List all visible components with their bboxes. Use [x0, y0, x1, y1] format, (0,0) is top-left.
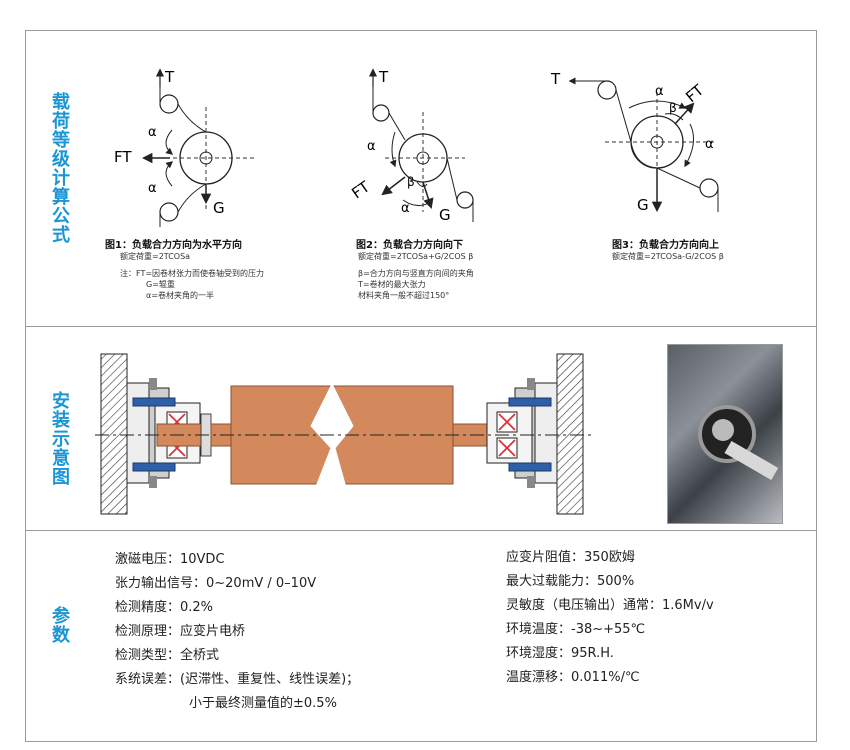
figure-1-note: G=辊重 — [146, 280, 175, 289]
param-item: 应变片阻值：350欧姆 — [506, 550, 635, 565]
figure-1-formula: 额定荷重=2TCOSa — [120, 252, 191, 261]
installation-drawing — [95, 353, 595, 515]
label-G: G — [637, 196, 649, 214]
params-right-list: 应变片阻值：350欧姆 最大过载能力：500% 灵敏度（电压输出）通常：1.6M… — [506, 546, 714, 690]
param-item: 检测类型：全桥式 — [115, 648, 220, 663]
label-G: G — [213, 199, 225, 217]
param-item: 张力输出信号：0~20mV / 0–10V — [115, 576, 317, 591]
content-frame — [25, 30, 817, 742]
param-item: 最大过载能力：500% — [506, 574, 635, 589]
figure-3-caption: 图3：负载合力方向向上 — [612, 240, 719, 251]
label-alpha: α — [367, 139, 376, 154]
param-item: 灵敏度（电压输出）通常：1.6Mv/v — [506, 598, 714, 613]
label-beta: β — [669, 101, 677, 115]
figure-3-diagram: T G FT α α β — [550, 70, 719, 214]
figure-3-formula: 额定荷重=2TCOSa-G/2COS β — [612, 252, 724, 261]
figure-2-diagram: T G FT α α β — [348, 68, 474, 224]
figure-1-diagram: T G FT α α — [114, 68, 255, 227]
figure-1-note: 注：FT=因卷材张力而使卷轴受到的压力 — [120, 269, 265, 278]
label-G: G — [439, 206, 451, 224]
label-FT: FT — [348, 177, 373, 202]
label-beta: β — [407, 175, 415, 189]
install-section-title: 安装示意图 — [52, 391, 70, 488]
label-T: T — [550, 70, 561, 88]
params-section-title: 参数 — [52, 606, 70, 646]
param-item: 环境温度：-38~+55℃ — [506, 622, 646, 637]
section-divider — [25, 530, 817, 531]
label-alpha: α — [655, 84, 664, 99]
param-item: 环境湿度：95R.H. — [506, 646, 614, 661]
label-alpha: α — [401, 201, 410, 216]
param-item: 小于最终测量值的±0.5% — [189, 696, 337, 711]
figure-2-note: T=卷材的最大张力 — [358, 280, 426, 289]
figure-2-formula: 额定荷重=2TCOSa+G/2COS β — [358, 252, 474, 261]
param-item: 检测精度：0.2% — [115, 600, 214, 615]
label-alpha: α — [705, 137, 714, 152]
figure-1-caption: 图1：负载合力方向为水平方向 — [105, 240, 242, 251]
figure-2-note: β=合力方向与竖直方向间的夹角 — [358, 269, 474, 278]
label-FT: FT — [682, 80, 708, 106]
figure-2-caption: 图2：负载合力方向向下 — [356, 240, 463, 251]
section-divider — [25, 326, 817, 327]
label-alpha: α — [148, 181, 157, 196]
figure-2-note: 材料夹角一般不超过150° — [358, 291, 450, 300]
param-item: 温度漂移：0.011%/℃ — [506, 670, 640, 685]
params-left-list: 激磁电压：10VDC 张力输出信号：0~20mV / 0–10V 检测精度：0.… — [115, 548, 359, 716]
label-T: T — [164, 68, 175, 86]
param-item: 检测原理：应变片电桥 — [115, 624, 246, 639]
label-T: T — [378, 68, 389, 86]
label-alpha: α — [148, 125, 157, 140]
installation-photo — [667, 344, 783, 524]
formula-section-title: 载荷等级计算公式 — [52, 92, 70, 246]
label-FT: FT — [114, 148, 132, 166]
param-item: 激磁电压：10VDC — [115, 552, 225, 567]
param-item: 系统误差：(迟滞性、重复性、线性误差)； — [115, 672, 360, 687]
figure-1-note: α=卷材夹角的一半 — [146, 291, 214, 300]
